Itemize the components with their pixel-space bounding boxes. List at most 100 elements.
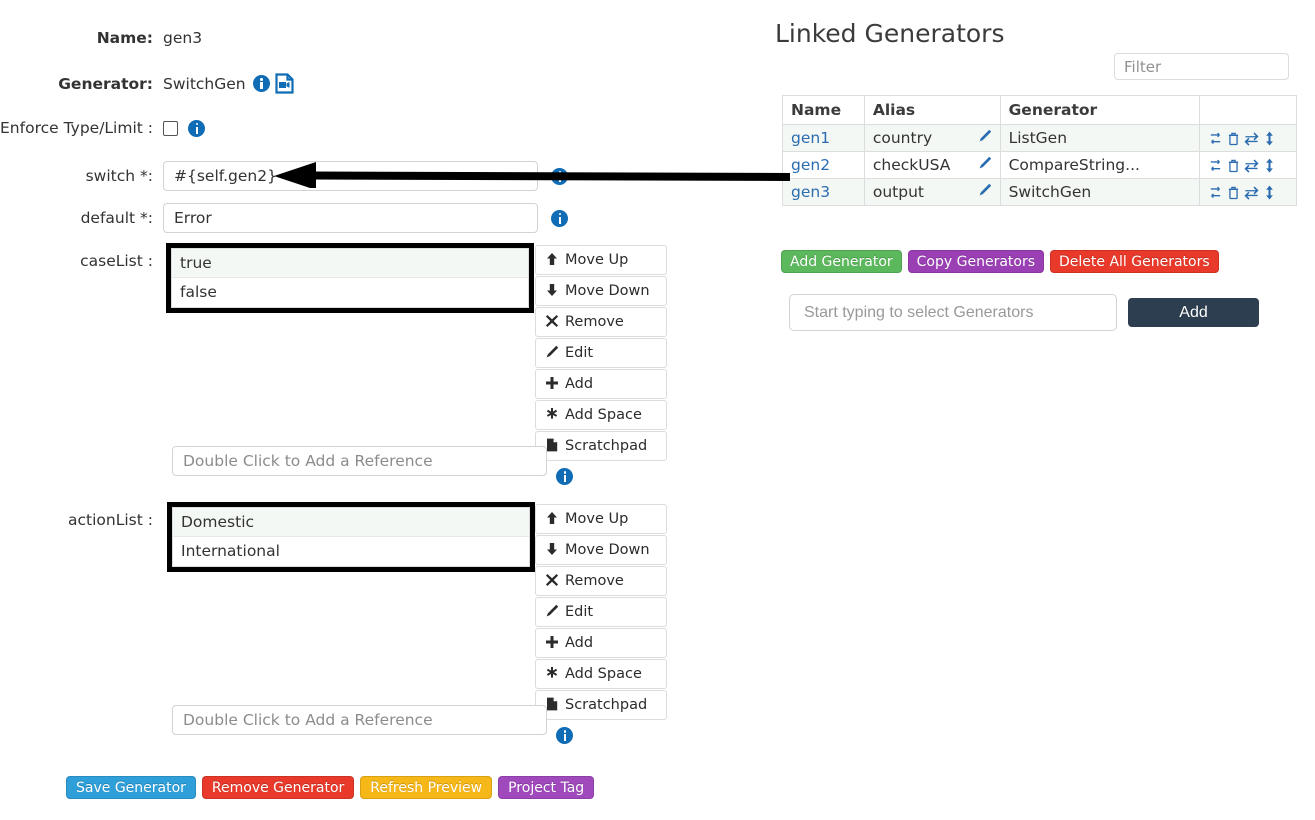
row-name-cell: gen2 [782, 151, 865, 179]
list-item[interactable]: false [180, 283, 217, 301]
filter-input[interactable]: Filter [1114, 53, 1289, 80]
list-item[interactable]: true [172, 249, 528, 278]
linked-generators-table: Name Alias Generator gen1 country ListGe… [782, 95, 1297, 206]
clone-icon[interactable] [1208, 185, 1223, 200]
generator-select-input[interactable]: Start typing to select Generators [789, 294, 1117, 331]
actionlist-add-space-button[interactable]: Add Space [535, 659, 667, 689]
button-label: Scratchpad [565, 438, 648, 454]
caselist-move-up-button[interactable]: Move Up [535, 245, 667, 275]
add-generator-button[interactable]: Add Generator [781, 250, 902, 273]
name-value: gen3 [163, 29, 203, 47]
edit-alias-pencil-icon[interactable] [978, 183, 992, 201]
trash-icon[interactable] [1226, 131, 1241, 146]
copy-generators-button[interactable]: Copy Generators [907, 250, 1045, 273]
button-label: Add [565, 376, 594, 392]
exchange-icon[interactable] [1244, 185, 1259, 200]
button-label: Add [565, 635, 594, 651]
edit-alias-pencil-icon[interactable] [978, 156, 992, 174]
clone-icon[interactable] [1208, 158, 1223, 173]
row-alias-cell: output [863, 178, 1001, 206]
name-label: Name: [96, 29, 153, 47]
actionlist-listbox[interactable]: Domestic International [172, 507, 530, 567]
info-icon[interactable] [551, 167, 568, 185]
generator-row: Generator: SwitchGen [0, 73, 294, 94]
generator-name-link[interactable]: gen1 [791, 129, 831, 147]
video-doc-icon[interactable] [275, 73, 294, 94]
button-label: Scratchpad [565, 697, 648, 713]
row-generator-cell: ListGen [999, 124, 1201, 152]
list-item[interactable]: Domestic [173, 508, 529, 537]
clone-icon[interactable] [1208, 131, 1223, 146]
table-row[interactable]: gen3 output SwitchGen [782, 178, 1297, 206]
table-header-row: Name Alias Generator [782, 95, 1297, 125]
actionlist-remove-button[interactable]: Remove [535, 566, 667, 596]
asterisk-icon [545, 666, 559, 683]
caselist-listbox[interactable]: true false [171, 248, 529, 308]
caselist-add-button[interactable]: Add [535, 369, 667, 399]
actionlist-move-down-button[interactable]: Move Down [535, 535, 667, 565]
button-label: Move Down [565, 283, 650, 299]
generator-label: Generator: [58, 74, 153, 93]
generator-name-link[interactable]: gen2 [791, 156, 831, 174]
row-name-cell: gen3 [782, 178, 865, 206]
actionlist-reference-input[interactable]: Double Click to Add a Reference [172, 705, 547, 735]
trash-icon[interactable] [1226, 185, 1241, 200]
caselist-reference-input[interactable]: Double Click to Add a Reference [172, 446, 547, 476]
page-title: Linked Generators [775, 19, 1005, 48]
caselist-highlight-box: true false [166, 243, 534, 313]
enforce-type-checkbox[interactable] [163, 120, 178, 136]
actionlist-move-up-button[interactable]: Move Up [535, 504, 667, 534]
project-tag-button[interactable]: Project Tag [498, 776, 595, 799]
arrow-down-icon [545, 283, 559, 300]
table-row[interactable]: gen1 country ListGen [782, 124, 1297, 152]
switch-input[interactable]: #{self.gen2} [163, 161, 538, 191]
table-row[interactable]: gen2 checkUSA CompareString... [782, 151, 1297, 179]
add-generator-submit-button[interactable]: Add [1128, 298, 1259, 327]
info-icon[interactable] [551, 209, 568, 227]
actionlist-edit-button[interactable]: Edit [535, 597, 667, 627]
arrow-up-icon [545, 252, 559, 269]
caselist-add-space-button[interactable]: Add Space [535, 400, 667, 430]
caselist-edit-button[interactable]: Edit [535, 338, 667, 368]
row-actions-cell [1199, 151, 1297, 179]
default-row: default *: Error [0, 203, 568, 233]
info-icon[interactable] [188, 119, 205, 137]
actionlist-scratchpad-button[interactable]: Scratchpad [535, 690, 667, 720]
row-generator-cell: CompareString... [999, 151, 1201, 179]
edit-alias-pencil-icon[interactable] [978, 129, 992, 147]
caselist-remove-button[interactable]: Remove [535, 307, 667, 337]
info-icon[interactable] [252, 75, 270, 92]
name-row: Name: gen3 [0, 29, 202, 47]
sort-vertical-icon[interactable] [1262, 158, 1277, 173]
exchange-icon[interactable] [1244, 158, 1259, 173]
pencil-icon [545, 345, 559, 362]
asterisk-icon [545, 407, 559, 424]
delete-all-generators-button[interactable]: Delete All Generators [1050, 250, 1219, 273]
actionlist-highlight-box: Domestic International [167, 502, 535, 572]
switch-label: switch *: [85, 167, 153, 185]
arrow-down-icon [545, 542, 559, 559]
sort-vertical-icon[interactable] [1262, 185, 1277, 200]
alias-text: output [872, 183, 924, 201]
button-label: Edit [565, 345, 594, 361]
exchange-icon[interactable] [1244, 131, 1259, 146]
remove-generator-button[interactable]: Remove Generator [201, 776, 355, 799]
sort-vertical-icon[interactable] [1262, 131, 1277, 146]
button-label: Move Up [565, 252, 629, 268]
info-icon[interactable] [556, 468, 573, 485]
caselist-move-down-button[interactable]: Move Down [535, 276, 667, 306]
generator-name-link[interactable]: gen3 [791, 183, 831, 201]
column-header-name: Name [782, 95, 865, 125]
refresh-preview-button[interactable]: Refresh Preview [360, 776, 493, 799]
button-label: Move Up [565, 511, 629, 527]
caselist-scratchpad-button[interactable]: Scratchpad [535, 431, 667, 461]
actionlist-add-button[interactable]: Add [535, 628, 667, 658]
remove-x-icon [545, 314, 559, 331]
alias-text: checkUSA [872, 156, 951, 174]
button-label: Add Space [565, 666, 642, 682]
list-item[interactable]: International [181, 542, 280, 560]
info-icon[interactable] [556, 727, 573, 744]
default-input[interactable]: Error [163, 203, 538, 233]
save-generator-button[interactable]: Save Generator [66, 776, 196, 799]
trash-icon[interactable] [1226, 158, 1241, 173]
